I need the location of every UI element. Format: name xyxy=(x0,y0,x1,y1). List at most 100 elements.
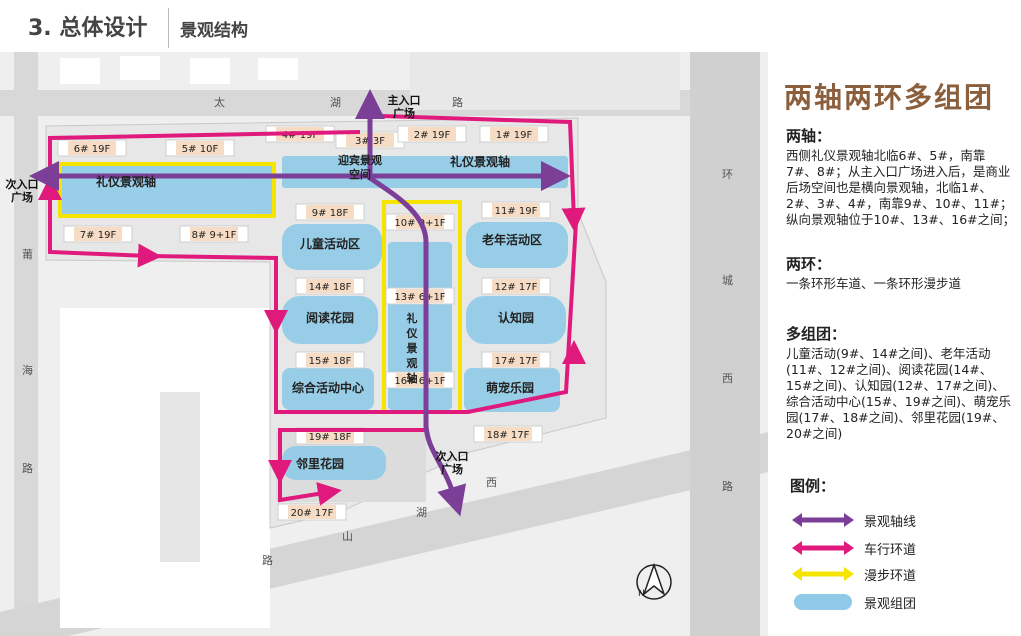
road-name-south: 山 xyxy=(342,530,353,543)
legend-axis: 景观轴线 xyxy=(790,508,990,532)
road-name-west: 莆 xyxy=(22,248,33,261)
rings-text: 一条环形车道、一条环形漫步道 xyxy=(786,276,962,291)
west-entrance-label: 广场 xyxy=(11,190,33,204)
building-label: 2# 19F xyxy=(414,130,451,141)
panel-title: 两轴两环多组团 xyxy=(784,81,995,114)
groups-block: 多组团： 儿童活动(9#、14#之间)、老年活动(11#、12#之间)、阅读花园… xyxy=(786,326,1016,442)
building: 5# 10F xyxy=(165,139,235,157)
building-label: 12# 17F xyxy=(495,282,538,293)
road-name-south: 西 xyxy=(486,476,497,489)
building-label: 11# 19F xyxy=(495,206,538,217)
building-label: 8# 9+1F xyxy=(192,230,237,241)
building: 13# 6+1F xyxy=(385,287,455,305)
building: 2# 19F xyxy=(397,125,467,143)
section-title: 3. 总体设计 xyxy=(28,16,148,41)
road-name-south: 湖 xyxy=(416,506,427,519)
rings-block: 两环： 一条环形车道、一条环形漫步道 xyxy=(786,256,1016,292)
building-label: 14# 18F xyxy=(309,282,352,293)
road-name-east: 路 xyxy=(722,480,733,493)
building-label: 18# 17F xyxy=(487,430,530,441)
context-block-north xyxy=(410,52,680,110)
zone-label: 综合活动中心 xyxy=(292,380,364,395)
landscape-axes xyxy=(28,89,571,517)
building-label: 19# 18F xyxy=(309,432,352,443)
zone-label: 认知园 xyxy=(498,310,534,325)
zone-label: 空间 xyxy=(349,167,371,181)
building-label: 16# 6+1F xyxy=(394,376,445,387)
building-label: 13# 6+1F xyxy=(394,292,445,303)
building-label: 20# 17F xyxy=(291,508,334,519)
group-reading xyxy=(282,296,378,344)
road-name-east: 环 xyxy=(722,168,733,181)
building-label: 4# 19F xyxy=(282,130,319,141)
groups-text: 儿童活动(9#、14#之间)、老年活动(11#、12#之间)、阅读花园(14#、… xyxy=(786,346,1012,441)
building-label: 17# 17F xyxy=(495,356,538,367)
road-west xyxy=(14,52,38,636)
south-entrance-label: 次入口 xyxy=(436,449,469,463)
context-building xyxy=(160,392,200,562)
zone-label: 邻里花园 xyxy=(295,456,344,471)
building: 15# 18F xyxy=(295,351,365,369)
north-label: N xyxy=(638,589,645,599)
road-name-north: 湖 xyxy=(330,96,341,109)
building: 17# 17F xyxy=(481,351,551,369)
zone-label: 儿童活动区 xyxy=(299,236,360,251)
zone-label: 景 xyxy=(406,342,418,355)
road-name-south: 路 xyxy=(262,554,273,567)
north-arrow-icon: N xyxy=(636,562,672,600)
main-entrance-label: 广场 xyxy=(393,106,415,120)
zone-label: 礼仪景观轴 xyxy=(450,154,510,169)
building: 14# 18F xyxy=(295,277,365,295)
building: 9# 18F xyxy=(295,203,365,221)
road-name-west: 路 xyxy=(22,462,33,475)
road-name-north: 太 xyxy=(214,96,225,109)
building-label: 6# 19F xyxy=(74,144,111,155)
building: 7# 19F xyxy=(63,225,133,243)
group-pet xyxy=(464,368,560,412)
group-central-axis xyxy=(388,242,452,410)
building: 6# 19F xyxy=(57,139,127,157)
legend-group-label: 景观组团 xyxy=(864,597,917,612)
zone-label: 轴 xyxy=(407,371,418,385)
zone-label: 老年活动区 xyxy=(482,232,542,247)
west-entrance-label: 次入口 xyxy=(6,177,39,191)
header-divider xyxy=(168,8,169,48)
group-elderly xyxy=(466,222,568,268)
axes-block: 两轴： 西侧礼仪景观轴北临6#、5#，南靠7#、8#；从主入口广场进入后，是商业… xyxy=(786,128,1016,228)
main-entrance-label: 主入口 xyxy=(388,93,421,107)
building-label: 5# 10F xyxy=(182,144,219,155)
building-label: 7# 19F xyxy=(80,230,117,241)
zone-label: 礼仪景观轴 xyxy=(96,174,156,189)
road-east xyxy=(690,52,760,636)
building-label: 9# 18F xyxy=(312,208,349,219)
group-neighbor xyxy=(282,446,386,480)
legend-walk-label: 漫步环道 xyxy=(864,569,917,584)
group-west-axis xyxy=(60,164,274,216)
building-label: 1# 19F xyxy=(496,130,533,141)
building: 11# 19F xyxy=(481,201,551,219)
zone-label: 观 xyxy=(407,357,418,370)
road-loop-icon xyxy=(792,541,854,555)
zone-label: 仪 xyxy=(406,327,419,340)
rings-heading: 两环： xyxy=(786,255,832,273)
labels-layer: 礼仪景观轴礼仪景观轴迎宾景观空间儿童活动区老年活动区阅读花园认知园综合活动中心萌… xyxy=(6,93,734,567)
axis-line-icon xyxy=(792,513,854,527)
building: 12# 17F xyxy=(481,277,551,295)
subsection-title: 景观结构 xyxy=(180,21,248,41)
group-children xyxy=(282,224,382,270)
zone-label: 迎宾景观 xyxy=(338,153,382,167)
building: 1# 19F xyxy=(479,125,549,143)
axes-heading: 两轴： xyxy=(786,127,832,145)
south-entrance-label: 广场 xyxy=(441,462,463,476)
building: 8# 9+1F xyxy=(179,225,249,243)
legend-road: 车行环道 xyxy=(790,536,990,560)
legend-walk: 漫步环道 xyxy=(790,562,990,586)
group-activity xyxy=(282,368,374,410)
building: 16# 6+1F xyxy=(385,371,455,389)
road-name-east: 城 xyxy=(722,274,733,287)
road-loops xyxy=(38,114,586,506)
walk-loop-icon xyxy=(792,567,854,581)
group-north-axis xyxy=(282,156,568,188)
